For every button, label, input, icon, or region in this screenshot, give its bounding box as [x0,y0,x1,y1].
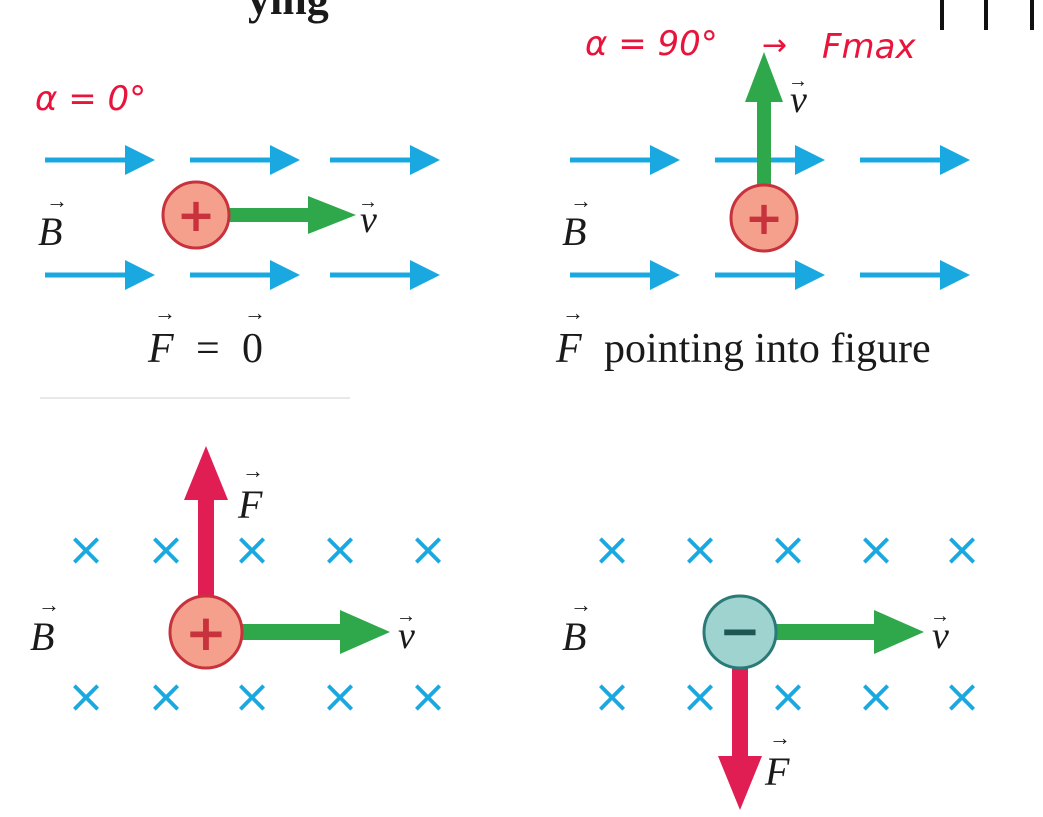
annotation-fmax: Fmax [822,27,917,67]
header-fragment-bars [940,0,1034,30]
velocity-symbol: v [790,79,807,121]
vector-arrow-icon: → [570,188,592,213]
annotation-alpha-ninety: α = 90° [585,24,718,64]
vector-arrow-icon: → [769,725,791,750]
velocity-label: v → [358,191,378,241]
positive-charge: + [729,183,799,253]
vector-arrow-icon: → [930,605,950,627]
annotation-alpha-zero: α = 0° [35,79,146,119]
field-symbol: B [562,209,586,254]
field-into-page-mark: × [681,522,720,576]
vector-arrow-icon: → [154,300,176,325]
panel-bottom-left: × × × × × × × × × × B → F → v → [30,446,447,723]
field-arrows [45,145,440,290]
velocity-symbol: v [398,615,415,657]
vector-arrow-icon: → [358,191,378,213]
field-into-page-mark: × [409,522,448,576]
panel-bottom-right: × × × × × × × × × × B → F → v → [562,522,981,810]
positive-charge: + [161,180,231,250]
field-into-page-mark: × [769,669,808,723]
positive-charge: + [168,594,244,670]
velocity-arrow [774,610,924,654]
vector-arrow-icon: → [396,605,416,627]
charge-sign: + [177,188,216,242]
field-into-page-mark: × [593,669,632,723]
field-into-page-mark: × [409,669,448,723]
field-symbol: B [30,614,54,659]
velocity-arrow [240,610,390,654]
charge-sign: + [745,191,784,245]
force-caption: F → pointing into figure [555,300,931,372]
field-into-page-mark: × [857,522,896,576]
field-marks: × × × × × × × × × × [593,522,982,723]
vector-arrow-icon: → [562,300,584,325]
force-label: F → [237,458,264,527]
field-into-page-mark: × [769,522,808,576]
field-into-page-mark: × [233,522,272,576]
vector-arrow-icon: → [46,188,68,213]
field-label: B → [562,188,592,254]
negative-charge: − [702,594,778,670]
force-symbol: F [555,326,582,372]
field-symbol: B [562,614,586,659]
velocity-label: v → [788,70,808,121]
force-symbol: F [237,482,263,527]
vector-arrow-icon: → [788,70,808,92]
velocity-arrow [230,196,356,234]
vector-arrow-icon: → [570,592,592,617]
field-label: B → [30,592,60,659]
field-into-page-mark: × [233,669,272,723]
force-symbol: F [764,749,790,794]
field-symbol: B [38,209,62,254]
zero-vector: 0 [242,326,263,372]
velocity-symbol: v [932,615,949,657]
panel-top-left: B → v → + F → = 0 → [38,145,440,372]
force-caption: F → = 0 → [147,300,266,372]
vector-arrow-icon: → [242,458,264,483]
velocity-symbol: v [360,199,377,241]
field-into-page-mark: × [943,669,982,723]
header-fragment: ying [248,0,329,24]
vector-arrow-icon: → [38,592,60,617]
annotation-arrow: → [762,28,787,63]
equals-sign: = [196,326,220,372]
field-marks: × × × × × × × × × × [67,522,448,723]
field-into-page-mark: × [67,522,106,576]
force-arrow [184,446,228,603]
panel-top-right: B → v → + F → pointing into figure [555,52,970,372]
velocity-label: v → [930,605,950,657]
force-arrow [718,660,762,810]
force-description: pointing into figure [604,326,931,372]
field-into-page-mark: × [321,669,360,723]
velocity-label: v → [396,605,416,657]
field-into-page-mark: × [321,522,360,576]
vector-arrow-icon: → [244,300,266,325]
field-into-page-mark: × [681,669,720,723]
charge-sign: + [185,604,227,662]
field-into-page-mark: × [593,522,632,576]
field-into-page-mark: × [147,522,186,576]
field-into-page-mark: × [943,522,982,576]
field-label: B → [562,592,592,659]
velocity-arrow [745,52,783,188]
field-into-page-mark: × [67,669,106,723]
force-label: F → [764,725,791,794]
field-into-page-mark: × [857,669,896,723]
field-label: B → [38,188,68,254]
field-into-page-mark: × [147,669,186,723]
charge-sign: − [719,602,761,660]
force-symbol: F [147,326,174,372]
